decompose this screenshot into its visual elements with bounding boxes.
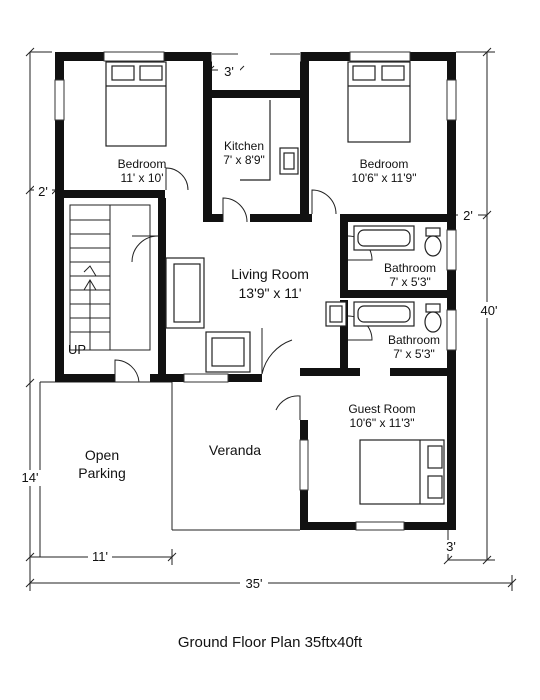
guest-room-name: Guest Room bbox=[348, 402, 415, 416]
wash-basin bbox=[325, 301, 347, 327]
dimension-lines bbox=[25, 47, 517, 591]
bed-right bbox=[347, 61, 411, 143]
dim-total-height: 40' bbox=[481, 303, 498, 318]
toilet-upper bbox=[424, 227, 442, 257]
bedroom-left-size: 11' x 10' bbox=[120, 171, 163, 185]
dim-parking-width: 11' bbox=[92, 549, 108, 564]
kitchen-size: 7' x 8'9" bbox=[223, 153, 265, 167]
stairs bbox=[69, 204, 151, 351]
kitchen-name: Kitchen bbox=[224, 139, 264, 153]
bed-guest bbox=[359, 439, 445, 505]
toilet-lower bbox=[424, 303, 442, 333]
furniture bbox=[105, 61, 445, 505]
guest-room-size: 10'6" x 11'3" bbox=[350, 416, 415, 430]
dim-total-width: 35' bbox=[246, 576, 263, 591]
bathroom-lower-name: Bathroom bbox=[388, 333, 440, 347]
dim-parking-height: 14' bbox=[22, 470, 39, 485]
bedroom-right-name: Bedroom bbox=[360, 157, 409, 171]
bed-left bbox=[105, 61, 167, 147]
living-room-size: 13'9" x 11' bbox=[239, 285, 302, 301]
parking-label-line1: Open bbox=[85, 447, 119, 463]
dim-top-gap: 3' bbox=[224, 64, 234, 79]
bathroom-upper-name: Bathroom bbox=[384, 261, 436, 275]
bathtub-lower bbox=[353, 301, 415, 327]
dimension-labels: 35' 11' 40' 14' 3' 2' 2' 3' bbox=[18, 64, 504, 591]
armchair bbox=[205, 331, 251, 373]
door-swings bbox=[114, 167, 373, 420]
parking-label-line2: Parking bbox=[78, 465, 125, 481]
kitchen-counter bbox=[240, 100, 299, 181]
veranda-name: Veranda bbox=[209, 442, 261, 458]
dim-bottom-gap: 3' bbox=[446, 539, 456, 554]
dim-left-gap: 2' bbox=[38, 184, 48, 199]
plan-caption: Ground Floor Plan 35ftx40ft bbox=[177, 634, 363, 651]
bathroom-upper-size: 7' x 5'3" bbox=[389, 275, 431, 289]
windows bbox=[54, 51, 457, 531]
bathroom-lower-size: 7' x 5'3" bbox=[393, 347, 435, 361]
bedroom-right-size: 10'6" x 11'9" bbox=[352, 171, 417, 185]
bedroom-left-name: Bedroom bbox=[118, 157, 167, 171]
room-labels: Bedroom 11' x 10' Kitchen 7' x 8'9" Bedr… bbox=[68, 139, 440, 481]
living-room-name: Living Room bbox=[231, 266, 309, 282]
stairs-up-label: UP bbox=[68, 342, 86, 357]
bathtub-upper bbox=[353, 225, 415, 251]
walls bbox=[55, 52, 456, 530]
sofa bbox=[165, 257, 205, 329]
dim-right-gap: 2' bbox=[463, 208, 473, 223]
